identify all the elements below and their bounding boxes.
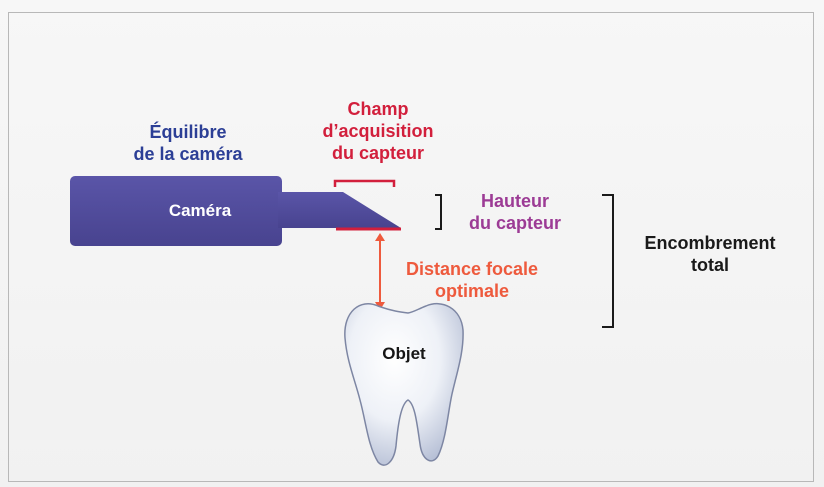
overall-bracket [602, 195, 613, 327]
overall-size-label-line1: Encombrement [630, 232, 790, 254]
camera-label: Caméra [150, 200, 250, 222]
focal-distance-arrow [375, 233, 385, 310]
field-label: Champ d’acquisition du capteur [303, 98, 453, 164]
focal-distance-label-line1: Distance focale [392, 258, 552, 280]
balance-label: Équilibre de la caméra [118, 121, 258, 165]
overall-size-label-line2: total [630, 254, 790, 276]
sensor-height-label-line2: du capteur [455, 212, 575, 234]
sensor-height-label: Hauteur du capteur [455, 190, 575, 234]
focal-distance-label-line2: optimale [392, 280, 552, 302]
object-label: Objet [364, 343, 444, 365]
sensor-height-label-line1: Hauteur [455, 190, 575, 212]
field-label-line3: du capteur [303, 142, 453, 164]
balance-label-line2: de la caméra [118, 143, 258, 165]
tooth-shape [345, 304, 463, 465]
balance-label-line1: Équilibre [118, 121, 258, 143]
overall-size-label: Encombrement total [630, 232, 790, 276]
sensor-height-bracket [435, 195, 441, 229]
field-label-line2: d’acquisition [303, 120, 453, 142]
focal-distance-label: Distance focale optimale [392, 258, 552, 302]
field-label-line1: Champ [303, 98, 453, 120]
field-bracket [335, 181, 394, 187]
